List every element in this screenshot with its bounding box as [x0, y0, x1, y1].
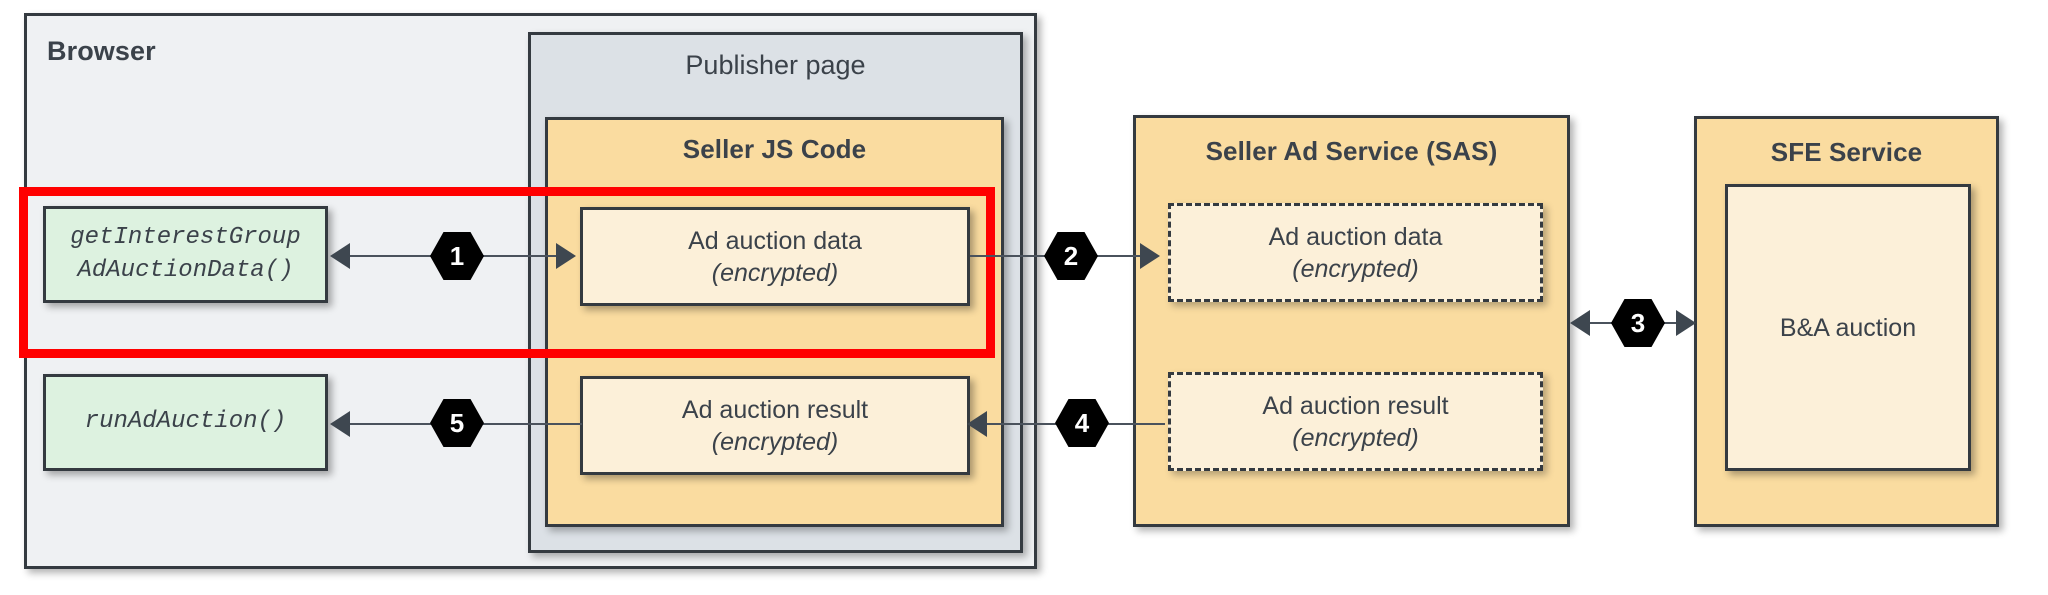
api-label: runAdAuction() [84, 408, 287, 436]
step-badge-2: 2 [1044, 232, 1098, 280]
card-line-1: Ad auction data [1268, 222, 1443, 251]
card-line-1: Ad auction data [688, 226, 862, 255]
step-badge-5: 5 [430, 399, 484, 447]
arrow-left-icon [330, 411, 350, 437]
arrow-left-icon [330, 243, 350, 269]
arrow-right-icon [1140, 243, 1160, 269]
arrow-left-icon [967, 411, 987, 437]
highlight-region-box [19, 187, 995, 358]
publisher-page-label: Publisher page [685, 50, 866, 80]
card-line-2: (encrypted) [711, 427, 839, 456]
card-line-1: Ad auction result [1262, 391, 1449, 420]
step-badge-1: 1 [430, 232, 484, 280]
seller-ad-service-label: Seller Ad Service (SAS) [1205, 136, 1498, 166]
arrow-right-icon [556, 243, 576, 269]
browser-label: Browser [47, 36, 156, 66]
seller-js-code-label: Seller JS Code [682, 134, 867, 164]
arrow-left-icon [1570, 310, 1590, 336]
card-sas-ad-auction-result[interactable]: Ad auction result (encrypted) [1168, 372, 1543, 471]
card-line-1: Ad auction result [681, 395, 869, 424]
step-badge-3: 3 [1611, 299, 1665, 347]
card-line-2: (encrypted) [1292, 254, 1419, 283]
card-bna-auction[interactable]: B&A auction [1725, 184, 1971, 471]
card-line-1: B&A auction [1779, 313, 1917, 342]
sfe-service-label: SFE Service [1770, 137, 1923, 167]
api-card-get-interest-group-ad-auction-data[interactable]: getInterestGroup AdAuctionData() [43, 206, 328, 303]
card-line-2: (encrypted) [1292, 423, 1419, 452]
api-card-run-ad-auction[interactable]: runAdAuction() [43, 374, 328, 471]
card-sas-ad-auction-data[interactable]: Ad auction data (encrypted) [1168, 203, 1543, 302]
card-seller-js-ad-auction-result[interactable]: Ad auction result (encrypted) [580, 376, 970, 475]
card-seller-js-ad-auction-data[interactable]: Ad auction data (encrypted) [580, 207, 970, 306]
step-badge-4: 4 [1055, 399, 1109, 447]
card-line-2: (encrypted) [711, 258, 839, 287]
api-label: getInterestGroup AdAuctionData() [70, 224, 301, 284]
arrow-right-icon [1676, 310, 1696, 336]
